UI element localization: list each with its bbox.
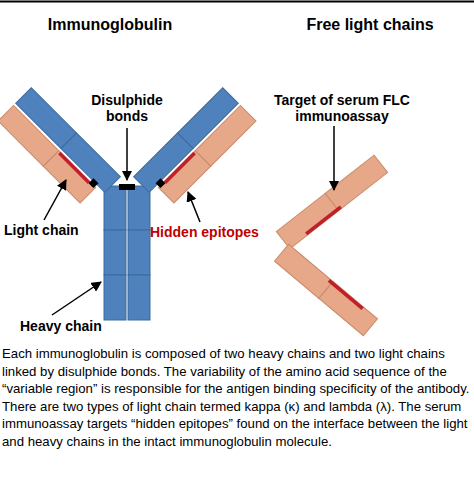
free-light-chain xyxy=(274,244,377,335)
top-rule xyxy=(0,1,474,3)
panel-heading: Immunoglobulin xyxy=(30,16,190,34)
figure-caption: Each immunoglobulin is composed of two h… xyxy=(2,345,472,451)
part-label: Target of serum FLC immunoassay xyxy=(262,92,422,124)
panel-heading: Free light chains xyxy=(280,16,460,34)
part-label: Light chain xyxy=(4,222,114,238)
heavy-chain-stems xyxy=(104,186,150,320)
part-label: Disulphide bonds xyxy=(82,92,172,124)
disulphide-bond xyxy=(119,184,135,190)
leader-lines xyxy=(44,126,334,315)
free-light-chain xyxy=(276,155,387,249)
part-label: Hidden epitopes xyxy=(150,224,290,240)
part-label: Heavy chain xyxy=(20,318,140,334)
